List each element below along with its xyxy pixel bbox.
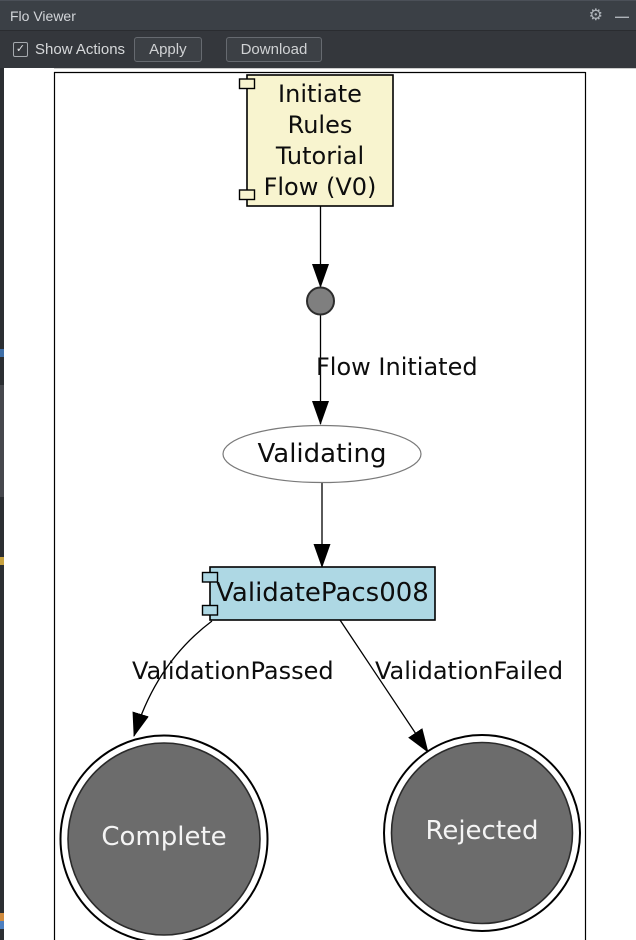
- window-title: Flo Viewer: [10, 7, 76, 24]
- diagram-frame: [53, 71, 587, 940]
- minimize-icon[interactable]: —: [615, 8, 629, 24]
- complete-end-label: Complete: [101, 822, 227, 852]
- flow-canvas: Initiate Rules Tutorial Flow (V0) Flow I…: [0, 68, 636, 940]
- edge-validation-passed: [132, 620, 213, 737]
- left-edge-artifact: [0, 913, 4, 921]
- validating-state-node[interactable]: [222, 424, 422, 484]
- left-edge-artifact: [0, 921, 4, 929]
- initiate-task-label: Initiate Rules Tutorial Flow (V0): [263, 80, 377, 201]
- complete-end-node[interactable]: [59, 734, 269, 940]
- gear-icon[interactable]: ⚙: [588, 7, 603, 24]
- validate-pacs008-task-node[interactable]: [201, 566, 436, 621]
- edge-validation-failed: [339, 619, 429, 753]
- validation-passed-edge-label: ValidationPassed: [132, 657, 334, 685]
- left-edge-artifact: [0, 385, 4, 497]
- initiate-task-node[interactable]: [238, 74, 394, 207]
- left-edge-artifact: [0, 557, 4, 565]
- download-button[interactable]: Download: [225, 37, 323, 62]
- validating-state-label: Validating: [257, 439, 387, 469]
- start-dot-node[interactable]: [306, 286, 335, 316]
- connector-port-icon: [238, 78, 256, 90]
- flow-initiated-edge-label: Flow Initiated: [316, 353, 478, 381]
- show-actions-checkbox[interactable]: ✓: [13, 42, 28, 57]
- toolbar: ✓ Show Actions Apply Download: [0, 30, 636, 68]
- rejected-end-label: Rejected: [425, 816, 539, 846]
- check-icon: ✓: [15, 43, 26, 55]
- validation-failed-edge-label: ValidationFailed: [375, 657, 564, 685]
- titlebar: Flo Viewer ⚙ —: [0, 0, 636, 30]
- apply-button[interactable]: Apply: [134, 37, 202, 62]
- left-edge-artifact: [0, 349, 4, 357]
- left-edge-strip: [0, 68, 4, 940]
- connector-port-icon: [201, 604, 219, 616]
- connector-port-icon: [238, 189, 256, 201]
- flow-diagram-svg: [53, 71, 587, 940]
- rejected-end-node[interactable]: [383, 734, 581, 932]
- validate-pacs008-label: ValidatePacs008: [216, 578, 429, 608]
- connector-port-icon: [201, 571, 219, 583]
- show-actions-label: Show Actions: [35, 41, 126, 58]
